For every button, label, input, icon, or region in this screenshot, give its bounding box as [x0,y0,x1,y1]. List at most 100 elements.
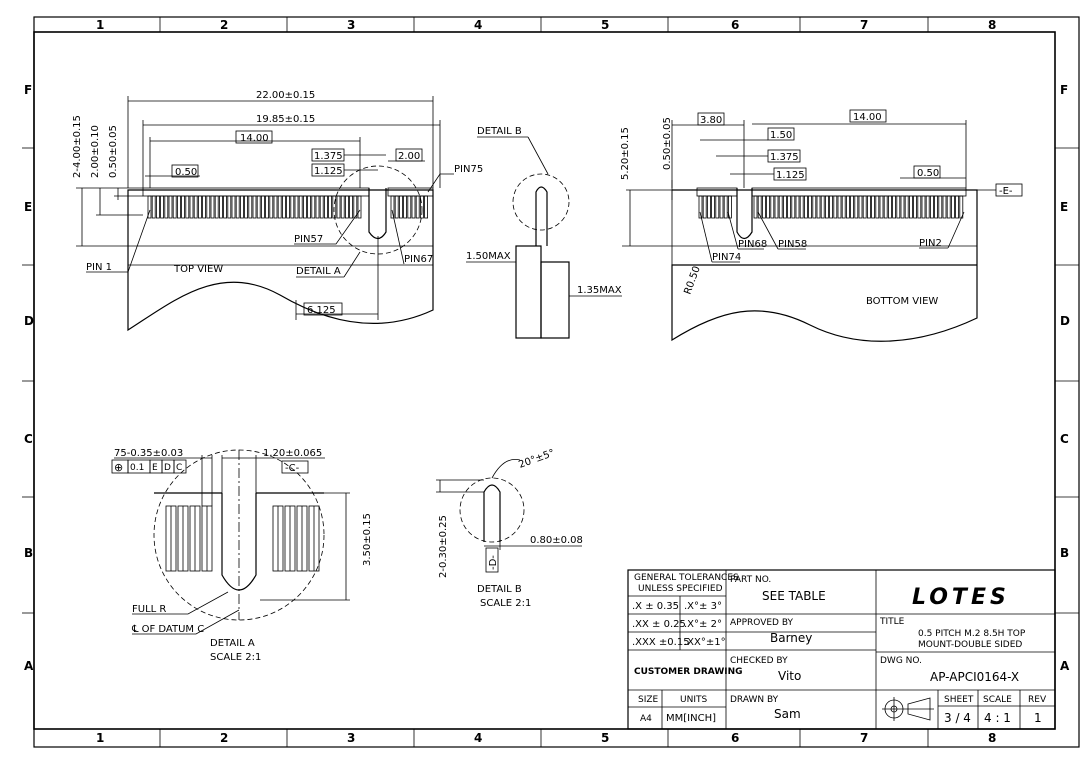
inner-frame [33,31,1056,730]
col-label: 4 [474,18,482,32]
checked-header: CHECKED BY [730,656,788,666]
dim-body-width: 19.85±0.15 [256,114,315,125]
col-label: 6 [731,18,739,32]
contact-pin [723,195,728,219]
checked-value: Vito [778,669,801,683]
row-label: F [1060,83,1068,97]
tol-xxx: .XXX ±0.15 [632,637,690,648]
contact-pin [841,195,846,219]
label-r050: R0.50 [682,265,702,296]
dim-135max: 1.35MAX [577,285,622,296]
row-label: D [24,314,34,328]
bottom-view: -E- 3.80 14.00 1.50 1.375 1.125 0.50 5.2… [620,109,1023,342]
col-label: 7 [860,731,868,745]
contact-pin [193,195,198,219]
dim-200: 2.00 [398,151,420,162]
col-label: 3 [347,18,355,32]
contact-pin [778,195,783,219]
rev-value: 1 [1034,711,1042,725]
row-label: C [24,432,33,446]
zone-labels: 1 2 3 4 5 6 7 8 1 2 3 4 5 6 7 8 F E D C … [24,18,1070,745]
contact-pin [281,195,286,219]
contact-pin [407,195,412,219]
contact-pin [286,195,291,219]
part-no-header: PART NO. [730,575,771,585]
contact-pin [319,195,324,219]
dim-angle: 20°±5° [517,448,556,471]
col-label: 1 [96,731,104,745]
contact-pin [783,195,787,219]
contact-pin [753,195,758,219]
contact-pin [181,195,186,219]
contact-pin [311,195,316,219]
title-line-1: 0.5 PITCH M.2 8.5H TOP [918,629,1026,639]
label-pin2: PIN2 [919,238,942,249]
contact-pin [248,195,253,219]
contact-pin [808,195,812,219]
dwg-no-value: AP-APCI0164-X [930,670,1019,684]
tol-xxa: .X°± 2° [684,619,722,630]
contact-pin [168,195,173,219]
dim-detail-b-v: 2-0.30±0.25 [438,515,449,578]
customer-drawing: CUSTOMER DRAWING [634,667,743,677]
contact-pin [328,195,333,219]
contact-pin [239,195,244,219]
contact-pin [336,195,341,219]
contact-pin [900,195,905,219]
title-block: GENERAL TOLERANCES UNLESS SPECIFIED .X ±… [627,569,1056,730]
contact-pin [298,195,303,219]
contact-pin [231,195,236,219]
contact-pin [951,195,955,219]
contact-pin [942,195,947,219]
col-label: 1 [96,18,104,32]
contact-pin [871,195,875,219]
detail-b-caption: DETAIL B [477,584,522,595]
contact-pin [151,195,156,219]
col-label: 2 [220,18,228,32]
top-pins-left [147,195,362,219]
contact-pin [323,195,328,219]
units-value: MM[INCH] [666,713,716,724]
detail-a-view: 75-0.35±0.03 ⊕ 0.1 E D C 1.20±0.065 -C- … [111,448,373,663]
fcf-position-symbol: ⊕ [114,461,123,474]
contact-pin [862,195,867,219]
drawn-value: Sam [774,707,801,721]
rev-header: REV [1028,695,1047,705]
label-centerline: ℄ OF DATUM C [131,624,204,635]
contact-pin [403,195,408,219]
contact-pin [946,195,951,219]
tol-xxxa: .XX°±1° [684,637,726,648]
contact-pin [833,195,838,219]
datum-e: -E- [999,186,1013,197]
contact-pin [244,195,249,219]
detail-b-circle [512,173,570,231]
col-label: 5 [601,731,609,745]
sheet-value: 3 / 4 [944,711,971,725]
top-pins-right [390,195,429,219]
contact-pin [846,195,850,219]
contact-pin [698,195,703,219]
contact-pin [160,195,165,219]
dim-bottom-1400: 14.00 [853,112,882,123]
contact-pin [766,195,770,219]
detail-b-scale: SCALE 2:1 [480,598,531,609]
contact-pin [854,195,859,219]
fcf-datum-d: D [164,463,171,473]
col-label: 2 [220,731,228,745]
row-label: D [1060,314,1070,328]
tol-xx: .XX ± 0.25 [632,619,686,630]
label-detail-b: DETAIL B [477,126,522,137]
contact-pin [147,195,152,219]
contact-pin [155,195,160,219]
top-view-board [127,189,434,332]
detail-a-scale: SCALE 2:1 [210,652,261,663]
contact-pin [715,195,720,219]
bottom-view-label: BOTTOM VIEW [866,296,938,307]
gen-tol-1: GENERAL TOLERANCES [634,573,739,583]
contact-pin [214,195,219,219]
contact-pin [913,195,917,219]
contact-pin [925,195,930,219]
contact-pin [344,195,349,219]
contact-pin [757,195,762,219]
datum-d: -D- [488,555,499,570]
